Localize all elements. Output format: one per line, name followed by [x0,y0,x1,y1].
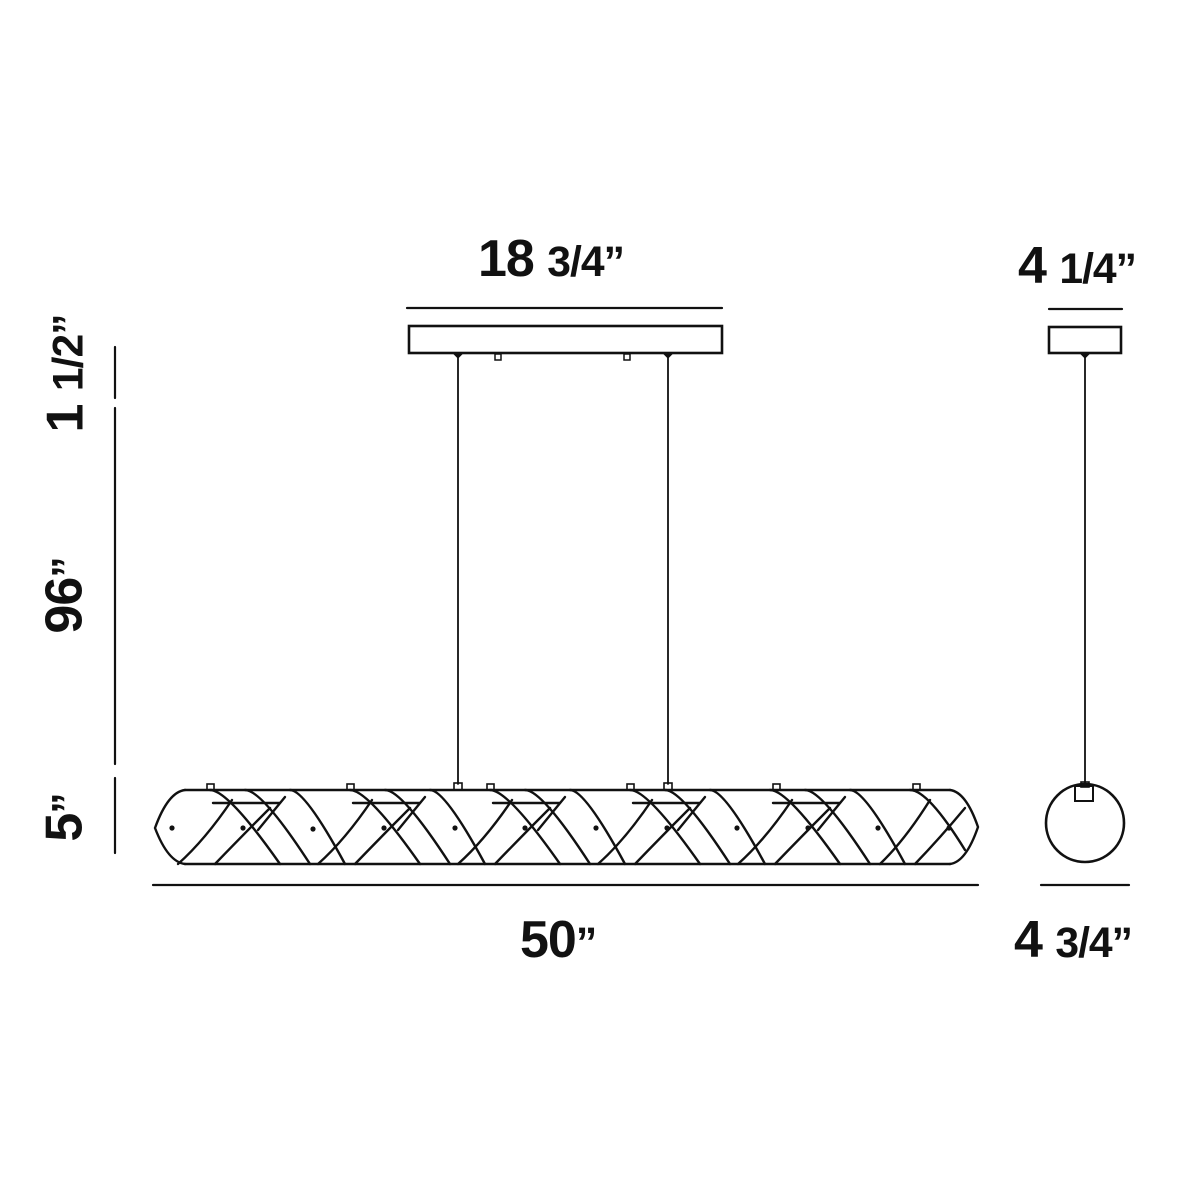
canopy-height-label: 1 1/2” [36,299,95,449]
canopy-height-fraction: 1/2 [44,334,93,392]
braid-bands [176,788,967,866]
canopy-height-unit: ” [44,314,93,335]
braided-fixture-body [153,783,980,866]
cable-drop-whole: 96 [35,577,94,634]
canopy-front [407,324,724,355]
side-diameter-whole: 4 [1014,911,1043,969]
canopy-length-whole: 18 [478,230,535,288]
fixture-height-unit: ” [43,793,92,814]
canopy-nub [623,353,631,361]
front-view [151,306,980,887]
side-canopy-width-whole: 4 [1018,237,1047,295]
fixture-length-label: 50” [520,911,597,969]
canopy-side [1047,325,1123,355]
fixture-height-label: 5” [35,783,94,853]
canopy-length-unit: ” [603,238,625,286]
side-canopy-width-label: 4 1/4” [1018,237,1137,295]
side-diameter-fraction: 3/4 [1055,919,1112,967]
side-canopy-width-unit: ” [1115,245,1137,293]
cable-drop-label: 96” [35,546,94,646]
fixture-length-unit: ” [575,919,597,967]
canopy-nub [494,353,502,361]
canopy-height-whole: 1 [36,404,95,433]
fixture-length-whole: 50 [520,911,577,969]
fixture-top-tabs [206,783,921,791]
fixture-side-profile [1044,782,1126,864]
canopy-length-label: 18 3/4” [478,230,625,288]
canopy-length-fraction: 3/4 [547,238,604,286]
side-canopy-width-fraction: 1/4 [1059,245,1116,293]
fixture-height-whole: 5 [35,813,94,842]
side-diameter-unit: ” [1111,919,1133,967]
side-clamp [1074,785,1094,802]
cable-drop-unit: ” [43,557,92,578]
side-clamp-top [1080,781,1090,788]
side-view [1039,307,1131,887]
braid-dots [169,825,952,832]
side-diameter-label: 4 3/4” [1014,911,1133,969]
